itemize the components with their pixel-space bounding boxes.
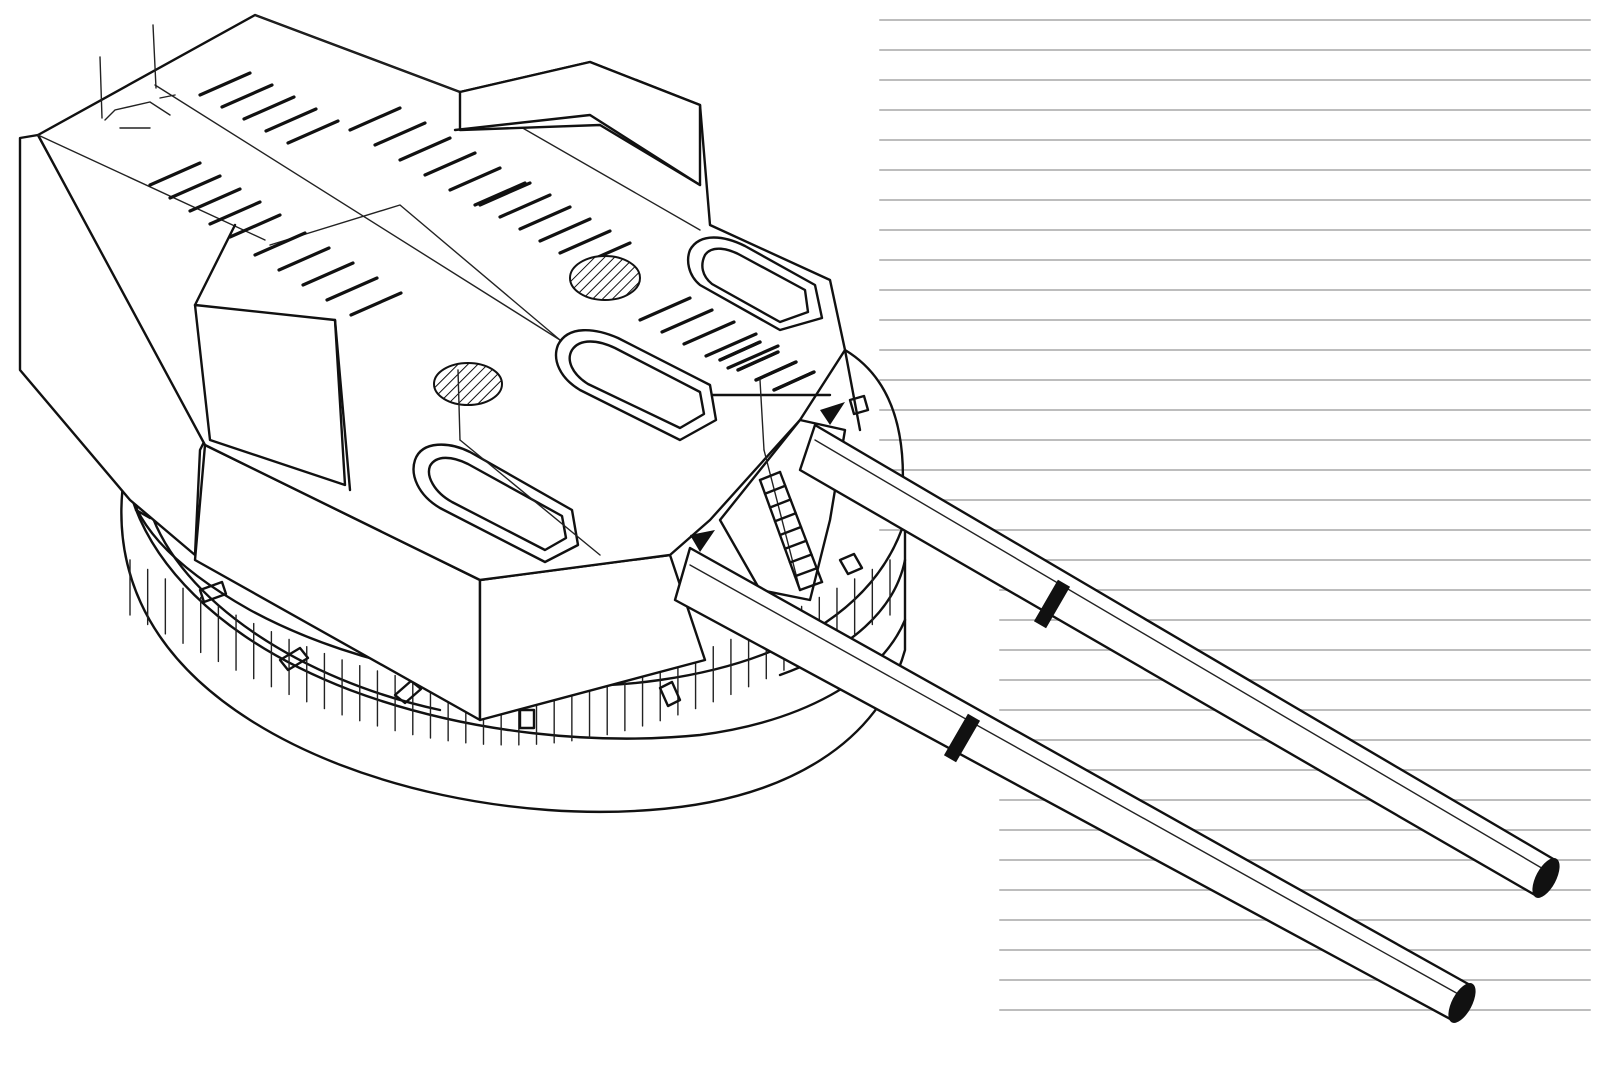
antenna-masts <box>99 24 801 591</box>
periscope-hoods <box>412 236 824 564</box>
roof-slot <box>682 320 736 346</box>
barrel-lower <box>673 546 1476 1023</box>
roof-slot <box>242 95 296 121</box>
roof-slot <box>736 350 780 372</box>
turret-body <box>18 13 862 722</box>
roof-slot <box>538 217 592 243</box>
roof-slot <box>518 205 572 231</box>
hatch-rear <box>569 255 641 301</box>
roof-slot <box>718 340 762 362</box>
roof-slot <box>423 151 477 177</box>
ladder-rung <box>788 553 813 564</box>
ladder-rung <box>763 484 787 495</box>
barrel-upper <box>798 423 1560 898</box>
ladder-rung <box>768 498 792 509</box>
roof-slot <box>660 308 714 334</box>
ladder-rung <box>773 512 797 523</box>
roof-slot <box>208 200 262 226</box>
roof-slot <box>398 136 452 162</box>
ladder-rung <box>758 470 782 482</box>
ladder-rung <box>798 580 824 592</box>
roof-slot <box>478 181 532 207</box>
roof-slot <box>198 71 252 97</box>
hood-right <box>686 236 824 332</box>
roof-slot <box>448 166 502 192</box>
hood-center <box>554 329 718 442</box>
ladder-rung <box>793 567 818 578</box>
roof-slot <box>726 344 780 370</box>
muzzle-upper <box>1532 858 1560 898</box>
roof-slot <box>188 187 242 213</box>
gun-barrels <box>673 423 1560 1023</box>
ladder <box>758 470 824 592</box>
roof-slot <box>253 231 307 257</box>
ladder-rung <box>778 525 803 537</box>
roof-slot <box>301 261 355 287</box>
hood-front <box>412 443 580 564</box>
hatches <box>433 255 641 406</box>
roof-slot <box>168 174 222 200</box>
roof-slot <box>264 107 318 133</box>
ladder-rung <box>783 539 808 550</box>
roof-slot <box>498 193 552 219</box>
roof-slot <box>473 181 527 207</box>
roof-slot <box>558 229 612 255</box>
muzzle-lower <box>1448 983 1476 1023</box>
roof-slot <box>220 83 274 109</box>
roof-slot <box>373 121 427 147</box>
hatch-front <box>433 362 503 406</box>
roof-slot <box>704 332 758 358</box>
roof-slot <box>772 370 816 392</box>
roof-slot <box>348 106 402 132</box>
roof-slot <box>325 276 379 302</box>
roof-slot <box>349 291 403 317</box>
roof-slot <box>277 246 331 272</box>
roof-slot <box>286 119 340 145</box>
roof-vision-slots <box>148 71 816 392</box>
roof-slot <box>754 360 798 382</box>
roof-slot <box>148 161 202 187</box>
roof-slot <box>228 213 282 239</box>
roof-slot <box>638 296 692 322</box>
